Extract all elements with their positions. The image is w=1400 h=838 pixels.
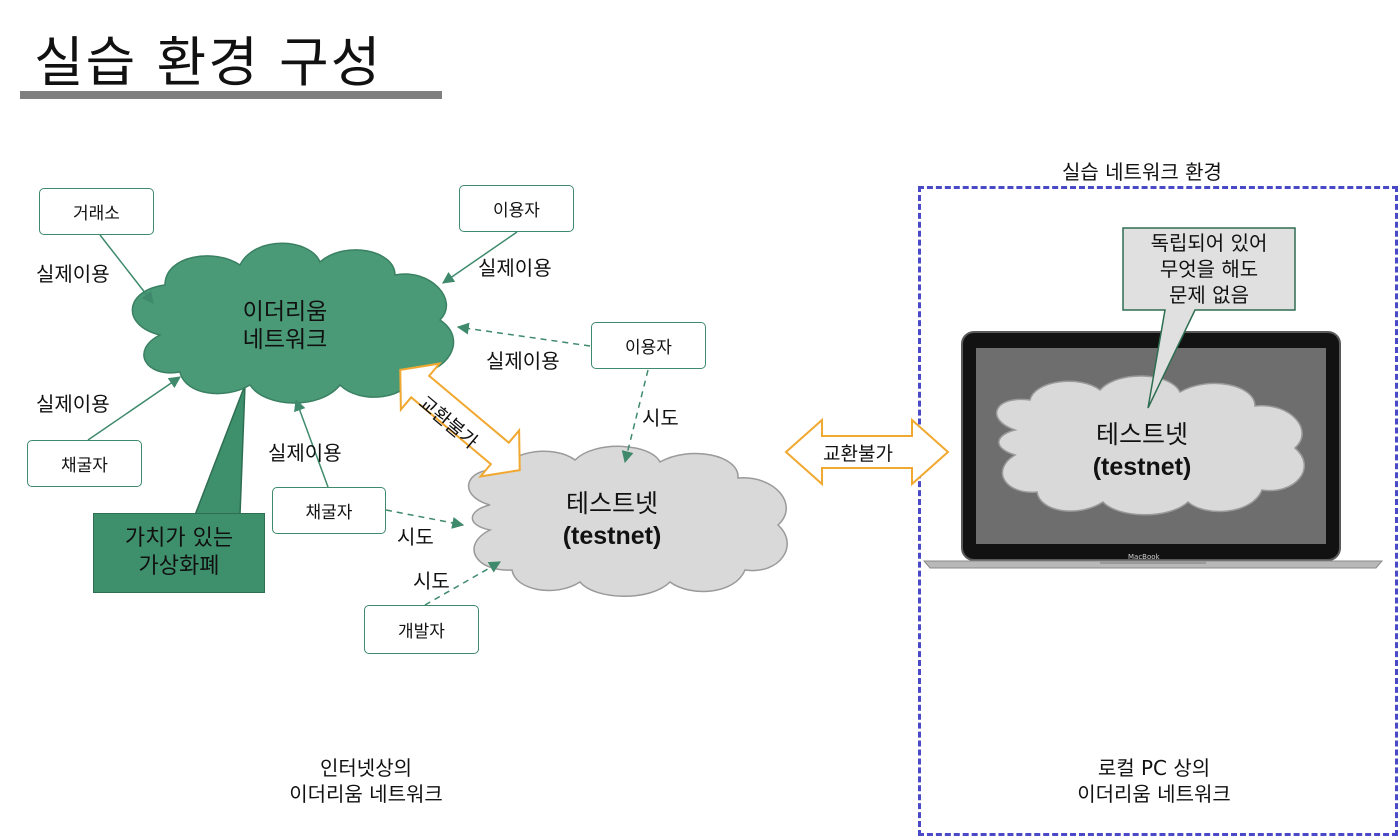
- miner-node-left: 채굴자: [27, 440, 142, 487]
- edge-label-developer-try: 시도: [413, 569, 450, 593]
- user-node-top-label: 이용자: [493, 201, 540, 221]
- edge-label-minerleft-use: 실제이용: [36, 392, 110, 416]
- laptop-testnet-cloud-line1: 테스트넷: [1095, 420, 1188, 449]
- edge-exchange-ethereum: [99, 234, 154, 304]
- practice-network-frame: [918, 186, 1398, 836]
- independent-callout-line3: 문제 없음: [1169, 283, 1249, 307]
- page-title: 실습 환경 구성: [34, 31, 383, 94]
- caption-internet: 인터넷상의 이더리움 네트워크: [246, 755, 486, 807]
- edge-usermid-ethereum: [456, 322, 591, 347]
- caption-local-line1: 로컬 PC 상의: [1097, 756, 1211, 780]
- edge-minerleft-ethereum: [87, 376, 181, 441]
- user-node-mid: 이용자: [591, 322, 706, 369]
- value-callout: 가치가 있는 가상화폐: [93, 513, 265, 593]
- miner-node-center: 채굴자: [272, 487, 386, 534]
- edge-label-usertop-use: 실제이용: [478, 256, 552, 280]
- edge-label-minercenter-try: 시도: [397, 525, 434, 549]
- caption-internet-line1: 인터넷상의: [320, 756, 412, 780]
- testnet-cloud-label: 테스트넷 (testnet): [532, 488, 692, 552]
- value-callout-line1: 가치가 있는: [124, 526, 234, 551]
- no-exchange-arrow-diagonal: [399, 362, 521, 478]
- edge-label-usermid-try: 시도: [642, 406, 679, 430]
- title-underline: [20, 91, 442, 99]
- user-node-mid-label: 이용자: [625, 338, 672, 358]
- laptop-testnet-cloud-label: 테스트넷 (testnet): [1062, 419, 1222, 483]
- ethereum-cloud-label: 이더리움 네트워크: [205, 298, 365, 354]
- no-exchange-arrow-horizontal: [784, 417, 950, 487]
- edge-label-minercenter-use: 실제이용: [268, 441, 342, 465]
- no-exchange-label-horizontal: 교환불가: [823, 443, 893, 465]
- edge-developer-testnet: [424, 561, 502, 606]
- laptop-brand: MacBook: [1128, 553, 1160, 561]
- user-node-top: 이용자: [459, 185, 574, 232]
- value-callout-line2: 가상화폐: [138, 554, 220, 579]
- developer-node-label: 개발자: [398, 622, 445, 642]
- exchange-node: 거래소: [39, 188, 154, 235]
- testnet-cloud-line2: (testnet): [562, 522, 662, 550]
- edge-usertop-ethereum: [442, 231, 518, 284]
- independent-callout: [1122, 227, 1296, 409]
- testnet-cloud: [468, 445, 788, 597]
- miner-node-center-label: 채굴자: [305, 503, 353, 523]
- edge-minercenter-testnet: [385, 509, 465, 529]
- caption-internet-line2: 이더리움 네트워크: [289, 782, 443, 806]
- miner-node-left-label: 채굴자: [61, 456, 108, 476]
- laptop-testnet-cloud-line2: (testnet): [1092, 453, 1192, 481]
- practice-env-label: 실습 네트워크 환경: [1062, 160, 1222, 184]
- caption-local-line2: 이더리움 네트워크: [1077, 782, 1231, 806]
- ethereum-cloud-line1: 이더리움: [242, 299, 328, 325]
- caption-local: 로컬 PC 상의 이더리움 네트워크: [1034, 755, 1274, 807]
- developer-node: 개발자: [364, 605, 479, 654]
- laptop-testnet-cloud: [995, 375, 1305, 516]
- exchange-node-label: 거래소: [73, 204, 120, 224]
- edge-label-usermid-use: 실제이용: [486, 349, 560, 373]
- ethereum-cloud-line2: 네트워크: [242, 327, 328, 353]
- edge-usermid-testnet: [621, 369, 649, 464]
- ethereum-cloud: [131, 242, 455, 404]
- independent-callout-line2: 무엇을 해도: [1159, 257, 1259, 281]
- edge-minercenter-ethereum: [294, 398, 329, 488]
- independent-callout-text: 독립되어 있어 무엇을 해도 문제 없음: [1123, 230, 1295, 308]
- independent-callout-line1: 독립되어 있어: [1150, 231, 1268, 255]
- testnet-cloud-line1: 테스트넷: [565, 489, 658, 518]
- edge-label-exchange-use: 실제이용: [36, 262, 110, 286]
- value-callout-pointer: [193, 384, 246, 516]
